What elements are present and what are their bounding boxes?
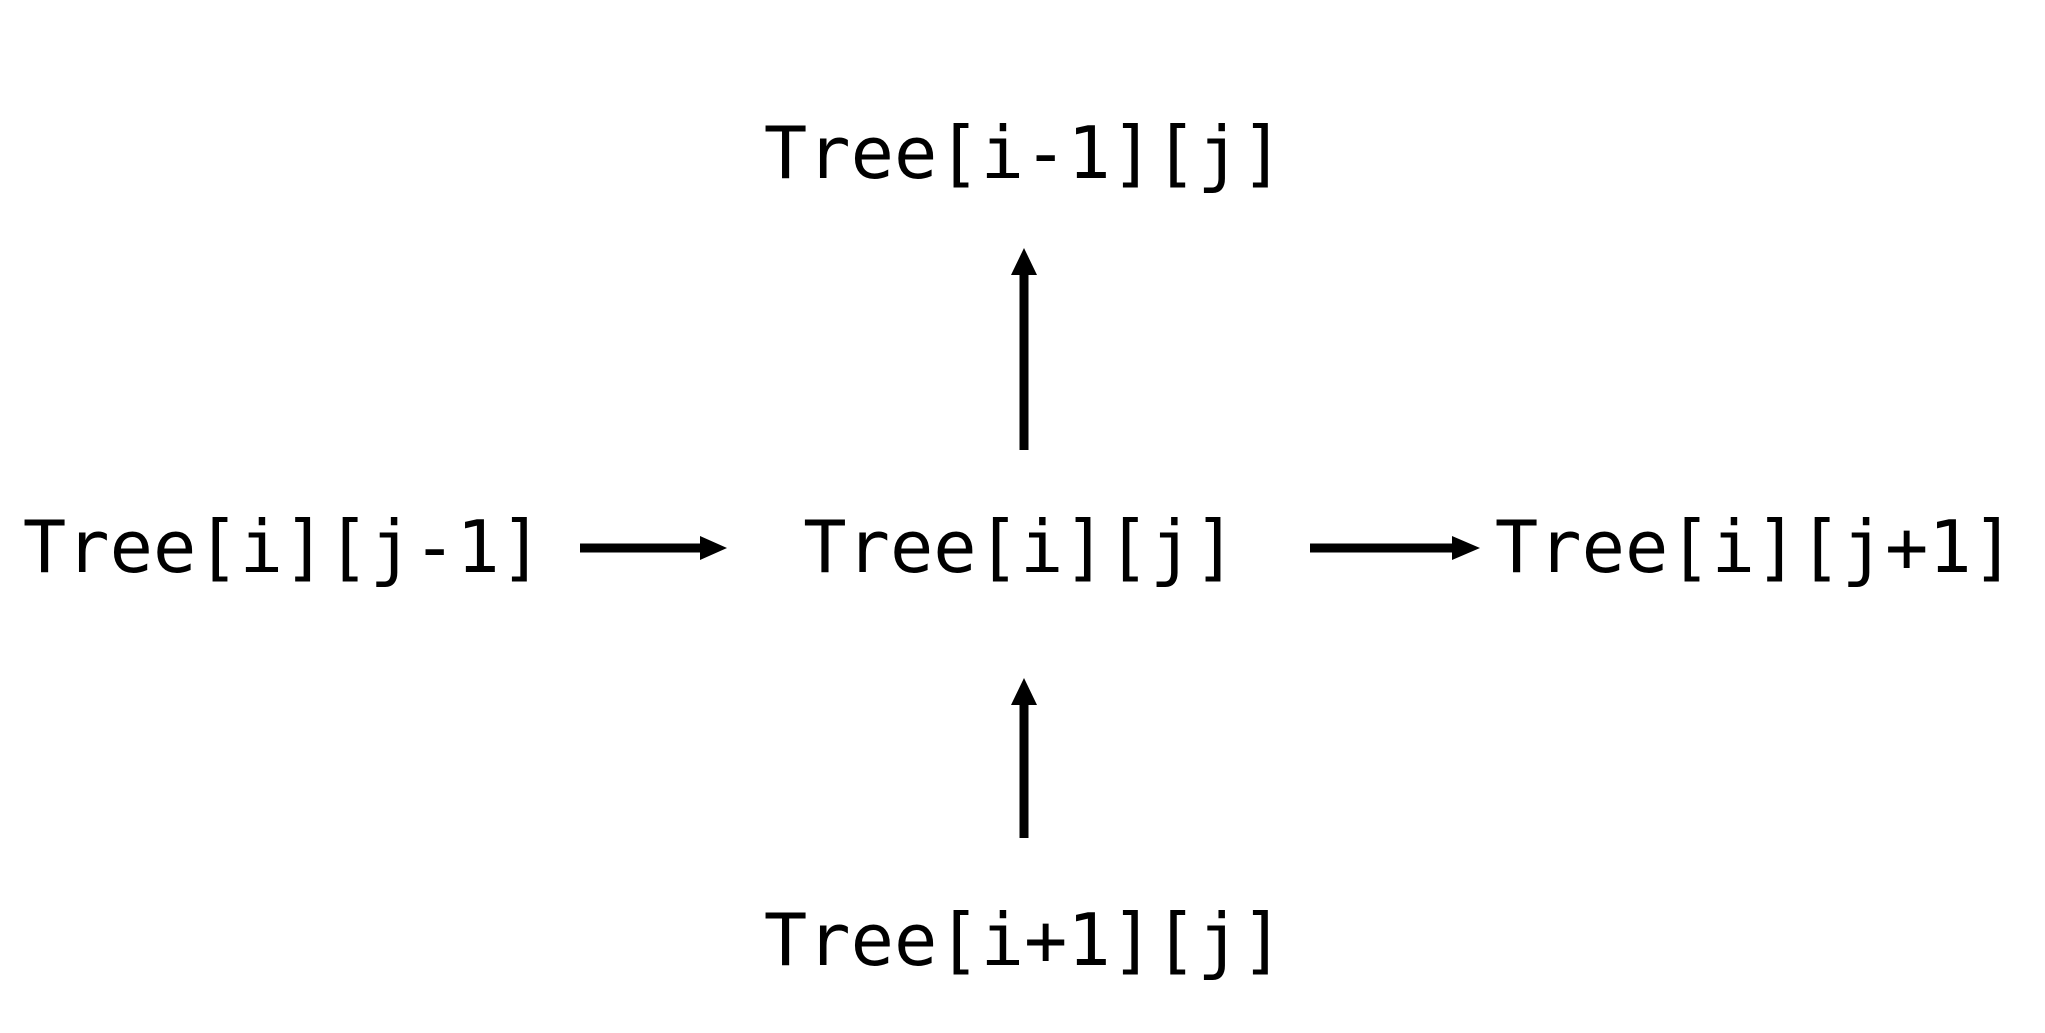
arrow-left-to-center xyxy=(580,536,727,560)
node-up-label: Tree[i-1][j] xyxy=(764,111,1284,195)
node-left-label: Tree[i][j-1] xyxy=(23,505,543,589)
node-right-label: Tree[i][j+1] xyxy=(1495,505,2015,589)
arrow-down-to-center xyxy=(1011,678,1037,838)
arrow-center-to-up xyxy=(1011,248,1037,450)
arrow-center-to-right xyxy=(1310,536,1480,560)
node-center-label: Tree[i][j] xyxy=(803,505,1236,589)
node-down-label: Tree[i+1][j] xyxy=(764,898,1284,982)
